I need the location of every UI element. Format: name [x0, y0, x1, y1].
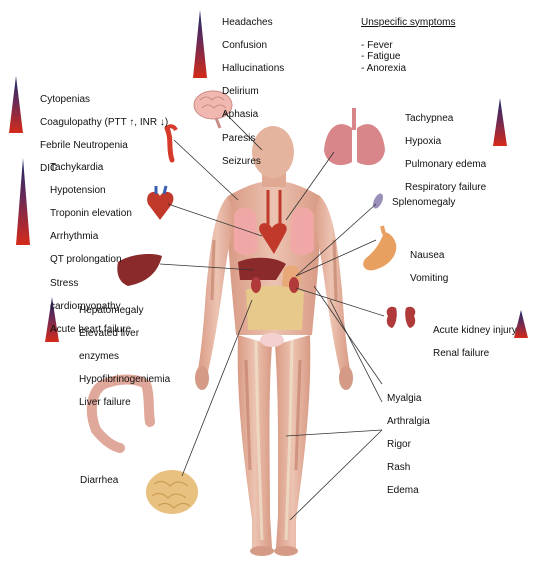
symptom-text: Cytopenias: [40, 93, 91, 105]
kidney-icon: [386, 306, 416, 328]
symptom-text: Arrhythmia: [50, 231, 99, 243]
gi-symptoms: Nausea Vomiting: [410, 238, 448, 296]
blood-vessel-icon: [164, 124, 178, 163]
symptom-text: Tachykardia: [50, 161, 104, 173]
severity-triangle-liver: [45, 297, 59, 342]
heart-symptoms: Tachykardia Hypotension Troponin elevati…: [50, 150, 132, 347]
symptom-text: Hepatomegaly: [79, 304, 144, 316]
musculoskeletal-skin-symptoms: Myalgia Arthralgia Rigor Rash Edema: [387, 381, 430, 509]
symptom-text: Myalgia: [387, 392, 422, 404]
symptom-text: Delirium: [222, 86, 259, 98]
symptom-text: QT prolongation: [50, 254, 122, 266]
symptom-text: Headaches: [222, 16, 273, 28]
symptom-text: enzymes: [79, 350, 120, 362]
symptom-text: Paresis: [222, 132, 256, 144]
spleen-icon: [373, 193, 383, 209]
stomach-icon: [363, 225, 397, 271]
severity-triangle-lung: [493, 98, 507, 146]
symptom-text: Hypoxia: [405, 135, 442, 147]
spleen-symptoms: Splenomegaly: [392, 185, 455, 220]
symptom-text: Pulmonary edema: [405, 158, 487, 170]
symptom-text: Elevated liver: [79, 327, 140, 339]
symptom-text: DIC: [40, 163, 58, 175]
symptom-text: Hypotension: [50, 184, 106, 196]
symptom-text: Confusion: [222, 39, 268, 51]
diarrhea-symptom: Diarrhea: [80, 463, 118, 498]
symptom-text: Febrile Neutropenia: [40, 139, 128, 151]
small-intestine-icon: [146, 470, 198, 514]
symptom-text: Respiratory failure: [405, 182, 487, 194]
symptom-text: Aphasia: [222, 109, 259, 121]
liver-symptoms: Hepatomegaly Elevated liver enzymes Hypo…: [79, 293, 170, 421]
symptom-text: Fatigue: [361, 51, 455, 63]
colon-icon: [86, 374, 155, 453]
symptom-text: Tachypnea: [405, 112, 454, 124]
heart-icon: [147, 185, 174, 220]
symptom-text: Diarrhea: [80, 474, 119, 486]
symptom-text: Rash: [387, 462, 411, 474]
symptom-text: Coagulopathy (PTT ↑, INR ↓): [40, 116, 169, 128]
symptom-text: Acute heart failure: [50, 323, 132, 335]
symptom-text: Renal failure: [433, 347, 490, 359]
severity-triangle-neuro: [193, 10, 207, 78]
severity-triangle-blood: [9, 76, 23, 133]
symptom-text: Rigor: [387, 438, 411, 450]
severity-triangle-kidney: [514, 310, 528, 338]
lungs-icon: [324, 108, 385, 166]
symptom-text: Hallucinations: [222, 62, 285, 74]
unspecific-title: Unspecific symptoms: [361, 16, 456, 28]
lung-symptoms: Tachypnea Hypoxia Pulmonary edema Respir…: [405, 101, 486, 205]
symptom-text: Splenomegaly: [392, 196, 456, 208]
liver-icon: [117, 254, 162, 286]
symptom-text: cardiomyopathy: [50, 300, 121, 312]
severity-triangle-heart: [16, 158, 30, 245]
neuro-symptoms: Headaches Confusion Hallucinations Delir…: [222, 5, 284, 179]
symptom-text: Edema: [387, 485, 419, 497]
symptom-text: Hypofibrinogeniemia: [79, 374, 171, 386]
symptom-text: Seizures: [222, 155, 261, 167]
symptom-text: Nausea: [410, 249, 445, 261]
symptom-text: Anorexia: [361, 63, 455, 75]
unspecific-symptoms: Unspecific symptoms Fever Fatigue Anorex…: [361, 5, 455, 86]
kidney-symptoms: Acute kidney injury Renal failure: [433, 313, 517, 371]
symptom-text: Fever: [361, 40, 455, 52]
brain-icon: [193, 90, 233, 129]
symptom-text: Stress: [50, 277, 79, 289]
symptom-text: Arthralgia: [387, 415, 430, 427]
symptom-text: Liver failure: [79, 397, 131, 409]
symptom-text: Troponin elevation: [50, 207, 132, 219]
symptom-text: Acute kidney injury: [433, 324, 517, 336]
blood-symptoms: Cytopenias Coagulopathy (PTT ↑, INR ↓) F…: [40, 82, 168, 186]
human-body: [195, 126, 353, 556]
symptom-text: Vomiting: [410, 272, 449, 284]
